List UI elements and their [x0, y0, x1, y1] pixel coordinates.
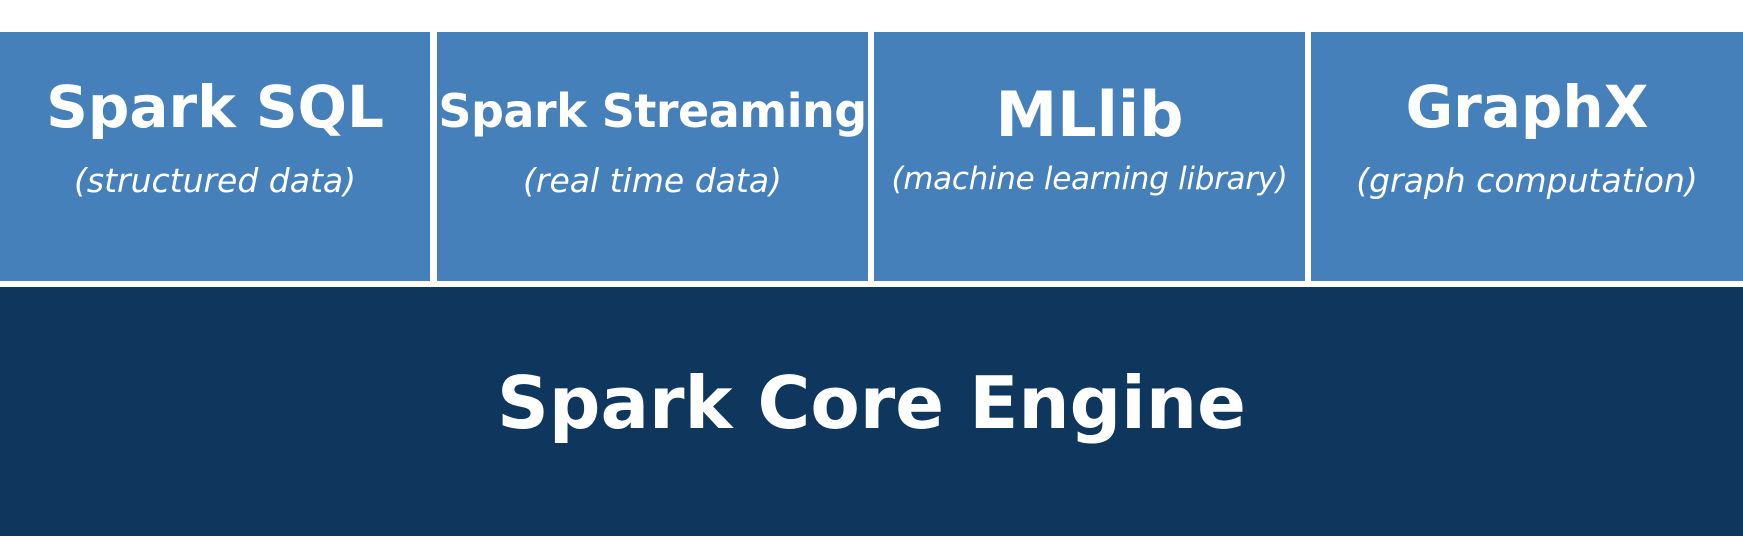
core-engine-block: Spark Core Engine — [0, 287, 1743, 536]
module-description: (structured data) — [74, 161, 356, 200]
module-spark-sql: Spark SQL (structured data) — [0, 32, 430, 281]
module-name: Spark SQL — [46, 73, 384, 141]
module-description: (graph computation) — [1356, 161, 1698, 200]
library-row: Spark SQL (structured data) Spark Stream… — [0, 32, 1743, 281]
module-graphx: GraphX (graph computation) — [1311, 32, 1743, 281]
core-engine-title: Spark Core Engine — [497, 361, 1246, 445]
module-name: Spark Streaming — [438, 84, 867, 138]
module-spark-streaming: Spark Streaming (real time data) — [437, 32, 868, 281]
module-description: (machine learning library) — [891, 161, 1288, 197]
module-name: GraphX — [1405, 73, 1649, 141]
module-description: (real time data) — [523, 161, 782, 200]
module-mllib: MLlib (machine learning library) — [874, 32, 1305, 281]
module-name: MLlib — [995, 78, 1184, 151]
